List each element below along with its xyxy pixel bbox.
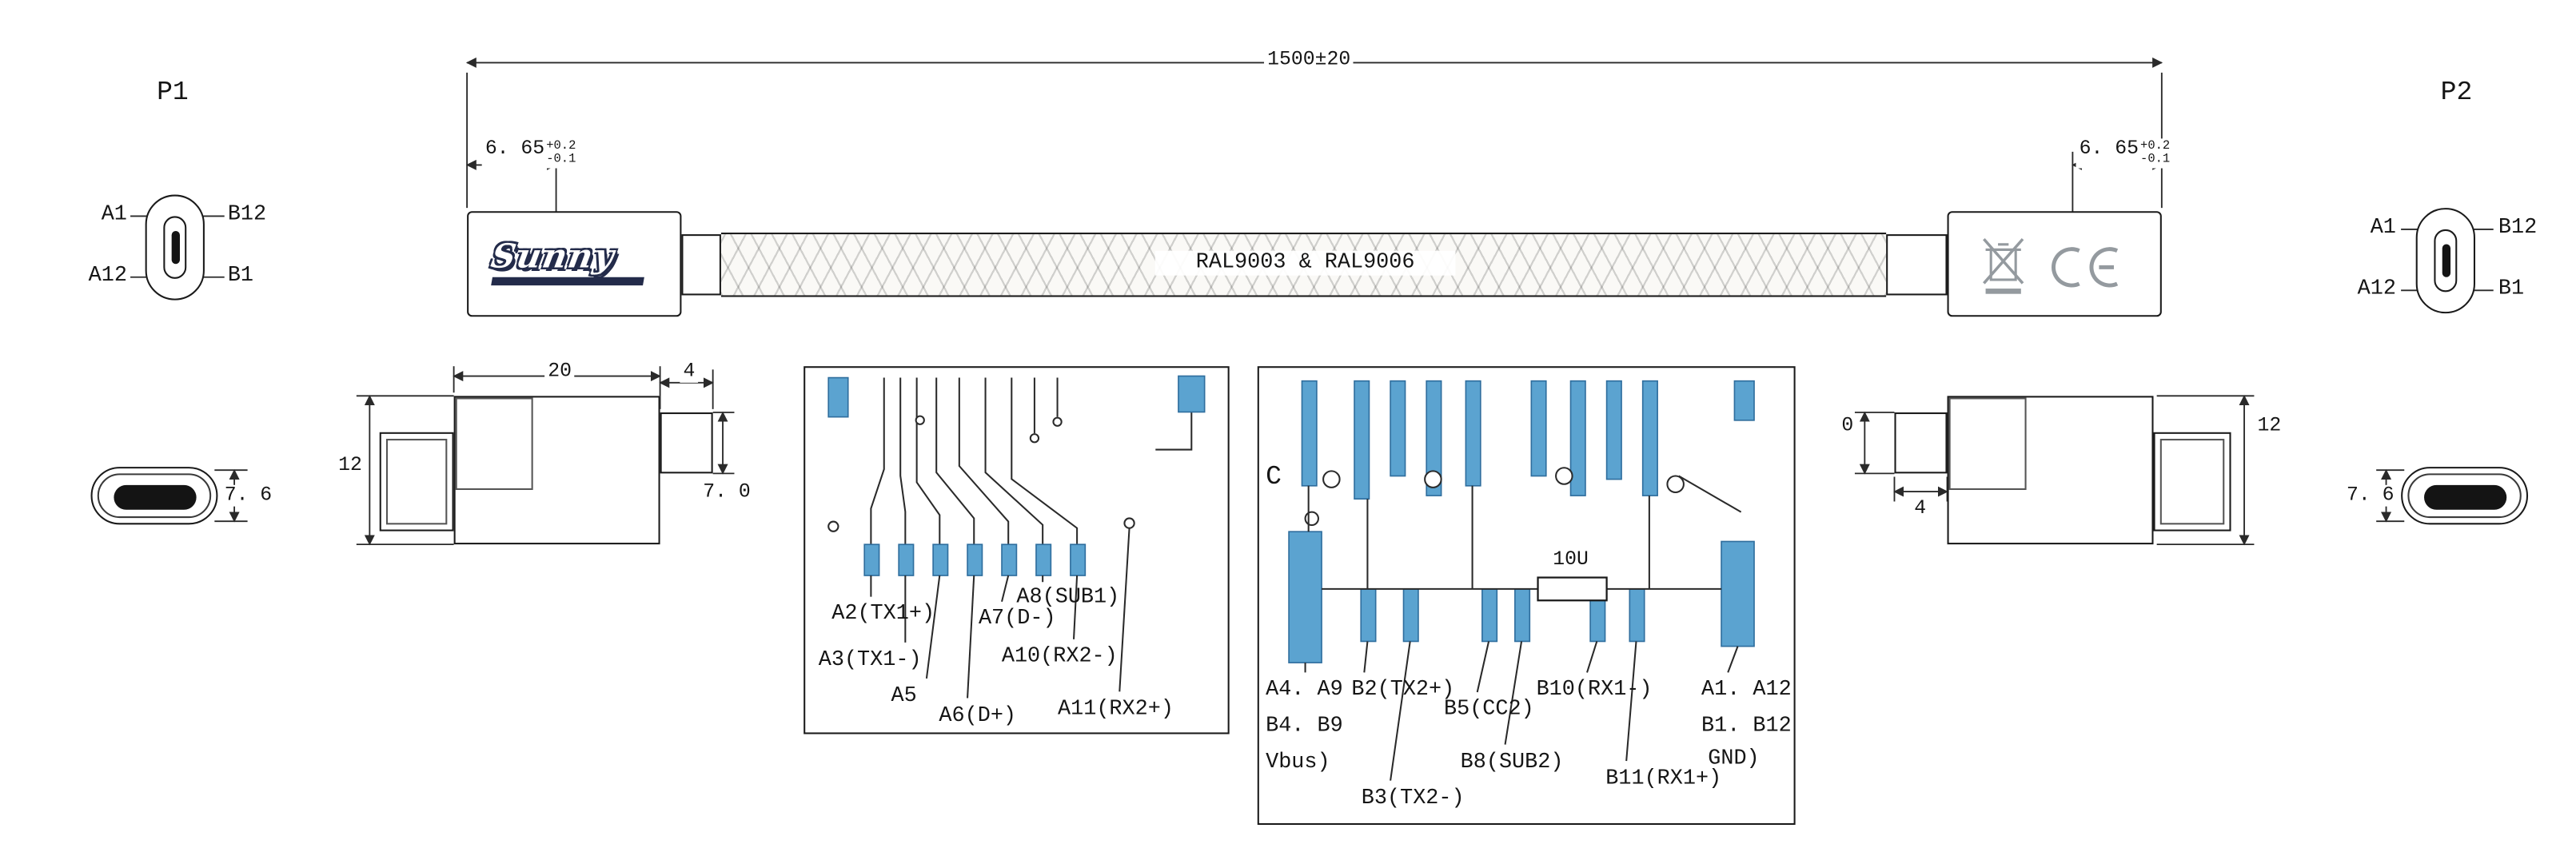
pin-label: A8(SUB1) (1016, 583, 1120, 609)
pcb-p1-traces (827, 375, 1206, 699)
dim-tongue-left: 7. 6 (221, 484, 276, 508)
capacitor-value: 10U (1553, 547, 1589, 571)
p2-pin-a1: A1 (2370, 214, 2396, 240)
right-side-view-shell (2153, 432, 2231, 532)
pin-label: A7(D-) (978, 605, 1056, 631)
p1-pin-b12: B12 (227, 201, 267, 226)
right-side-view-boot (1894, 412, 1948, 474)
dim-height-right: 12 (2254, 415, 2285, 438)
pin-label: A3(TX1-) (818, 647, 922, 672)
dim-tongue-right: 7. 6 (2343, 484, 2398, 508)
tolerance-minus: -0.1 (2140, 153, 2171, 167)
trace-lines (870, 377, 1193, 545)
dim-height-left: 12 (334, 454, 365, 477)
p1-title: P1 (157, 78, 189, 108)
p2-pin-b12: B12 (2498, 214, 2538, 240)
right-plug-front-inner-ring (2407, 473, 2522, 519)
right-side-view-body (1947, 396, 2154, 545)
label-leader-lines (1304, 641, 1739, 781)
left-side-view-insert-line (455, 397, 533, 491)
end-width-dim-left: 6. 65+0.2-0.1 (481, 137, 580, 169)
end-width-value: 6. 65 (484, 137, 545, 161)
pin-label: B2(TX2+) (1351, 676, 1455, 702)
end-width-value: 6. 65 (2079, 137, 2139, 161)
p2-face-outline (2415, 208, 2475, 314)
pin-label: B3(TX2-) (1361, 785, 1465, 810)
p2-pin-a12: A12 (2357, 275, 2396, 301)
pin-label: B10(RX1-) (1536, 676, 1653, 702)
dim-boot-width-left: 4 (680, 360, 699, 384)
p1-pin-a12: A12 (88, 262, 127, 288)
pin-label: B8(SUB2) (1460, 749, 1564, 774)
pin-label: A2(TX1+) (831, 600, 935, 626)
dim-boot-height-left: 7. 0 (700, 480, 754, 504)
p1-pin-b1: B1 (227, 262, 254, 288)
pin-label: B5(CC2) (1443, 696, 1534, 721)
pcb-p2-traces (1288, 380, 1755, 781)
overall-length-dim: 1500±20 (1264, 48, 1354, 72)
left-side-view-boot (660, 412, 713, 474)
solder-pads (827, 375, 1206, 576)
right-connector-overmold (1947, 211, 2162, 317)
left-connector-overmold: Sunny (467, 211, 682, 317)
p2-pin-b1: B1 (2498, 275, 2525, 301)
solder-pads (1288, 380, 1755, 663)
tolerance-stack: +0.2-0.1 (2140, 140, 2171, 169)
pin-label: B11(RX1+) (1605, 765, 1722, 790)
pin-label: A1. A12 (1701, 676, 1792, 702)
right-plug-front-view (2401, 467, 2529, 525)
p1-face-slot (163, 216, 187, 279)
right-side-view-insert-line (1948, 397, 2027, 491)
right-side-view-shell-inner (2159, 439, 2225, 525)
left-plug-tongue (114, 484, 197, 509)
p1-face-tongue (170, 230, 179, 265)
p2-face-tongue (2441, 244, 2450, 277)
brand-logo: Sunny (488, 236, 644, 286)
p1-face-outline (145, 194, 205, 301)
pin-label: B1. B12 (1701, 712, 1792, 738)
pin-label: GND) (1708, 745, 1760, 770)
label-leader-lines (870, 528, 1130, 699)
right-plug-tongue (2424, 484, 2507, 509)
p2-title: P2 (2440, 78, 2473, 108)
pin-label: A6(D+) (939, 703, 1017, 728)
p2-face-slot (2434, 229, 2458, 293)
left-plug-front-view (90, 467, 218, 525)
brand-logo-banner (491, 277, 644, 286)
left-side-view-shell (379, 432, 454, 532)
left-side-view-body (453, 396, 660, 545)
dim-boot-width-right: 4 (1911, 497, 1930, 520)
pin-label: A11(RX2+) (1058, 696, 1174, 721)
left-strain-relief (681, 234, 721, 296)
weee-bin-icon (1983, 237, 2024, 294)
pin-label: A4. A9 (1266, 676, 1343, 702)
pin-label: B4. B9 (1266, 712, 1343, 738)
tolerance-plus: +0.2 (546, 140, 576, 153)
tolerance-stack: +0.2-0.1 (546, 140, 576, 169)
pcb-diagram-p2: C 10U A4. A9 B2(TX2+) B5(CC2) B10(RX1-) … (1257, 366, 1796, 825)
left-side-view-shell-inner (385, 439, 448, 525)
via-holes (827, 415, 1135, 532)
pin-label: Vbus) (1266, 749, 1330, 774)
p1-pin-a1: A1 (101, 201, 127, 226)
ce-mark-icon (2052, 247, 2119, 288)
capacitor-symbol (1537, 576, 1608, 602)
pcb-corner-mark: C (1266, 461, 1282, 492)
dim-body-length: 20 (544, 360, 576, 384)
left-plug-front-inner-ring (97, 473, 212, 519)
tolerance-minus: -0.1 (546, 153, 576, 167)
pin-label: A5 (891, 683, 917, 708)
cable-color-label: RAL9003 & RAL9006 (1154, 250, 1456, 275)
trace-lines (1307, 475, 1742, 590)
brand-logo-text: Sunny (488, 236, 619, 276)
right-strain-relief (1886, 234, 1948, 296)
pcb-diagram-p1: A2(TX1+) A7(D-) A8(SUB1) A3(TX1-) A10(RX… (804, 366, 1230, 735)
end-width-dim-right: 6. 65+0.2-0.1 (2076, 137, 2174, 169)
pin-label: A10(RX2-) (1001, 643, 1118, 668)
dim-boot-height-right: 0 (1838, 415, 1857, 438)
tolerance-plus: +0.2 (2140, 140, 2171, 153)
